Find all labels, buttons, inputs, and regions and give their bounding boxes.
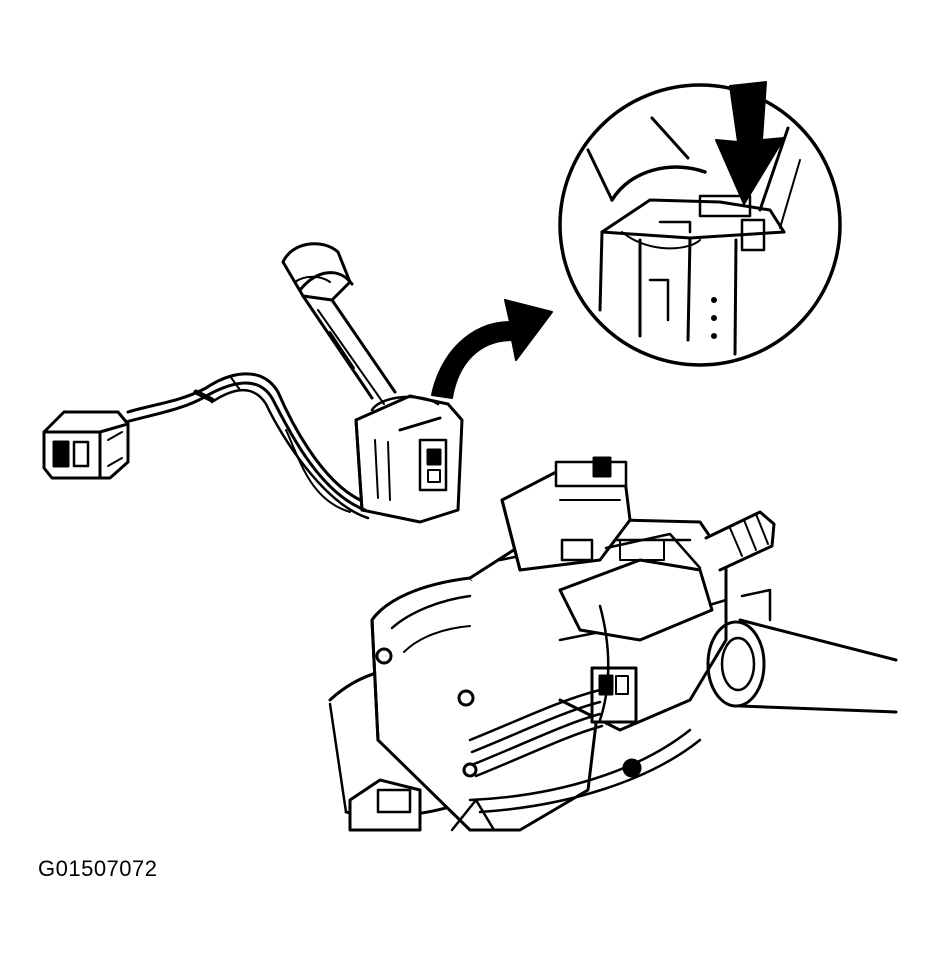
- switch-body: [354, 394, 464, 524]
- curved-arrow: [431, 299, 553, 399]
- switch-wiring-harness: [124, 372, 370, 520]
- switch-lever: [281, 242, 397, 405]
- push-arrow: [715, 81, 785, 205]
- figure-id-label: G01507072: [38, 856, 158, 881]
- combination-switch: [42, 242, 464, 524]
- switch-connector: [42, 410, 130, 480]
- steering-column: [328, 456, 898, 832]
- detail-inset: [558, 83, 842, 367]
